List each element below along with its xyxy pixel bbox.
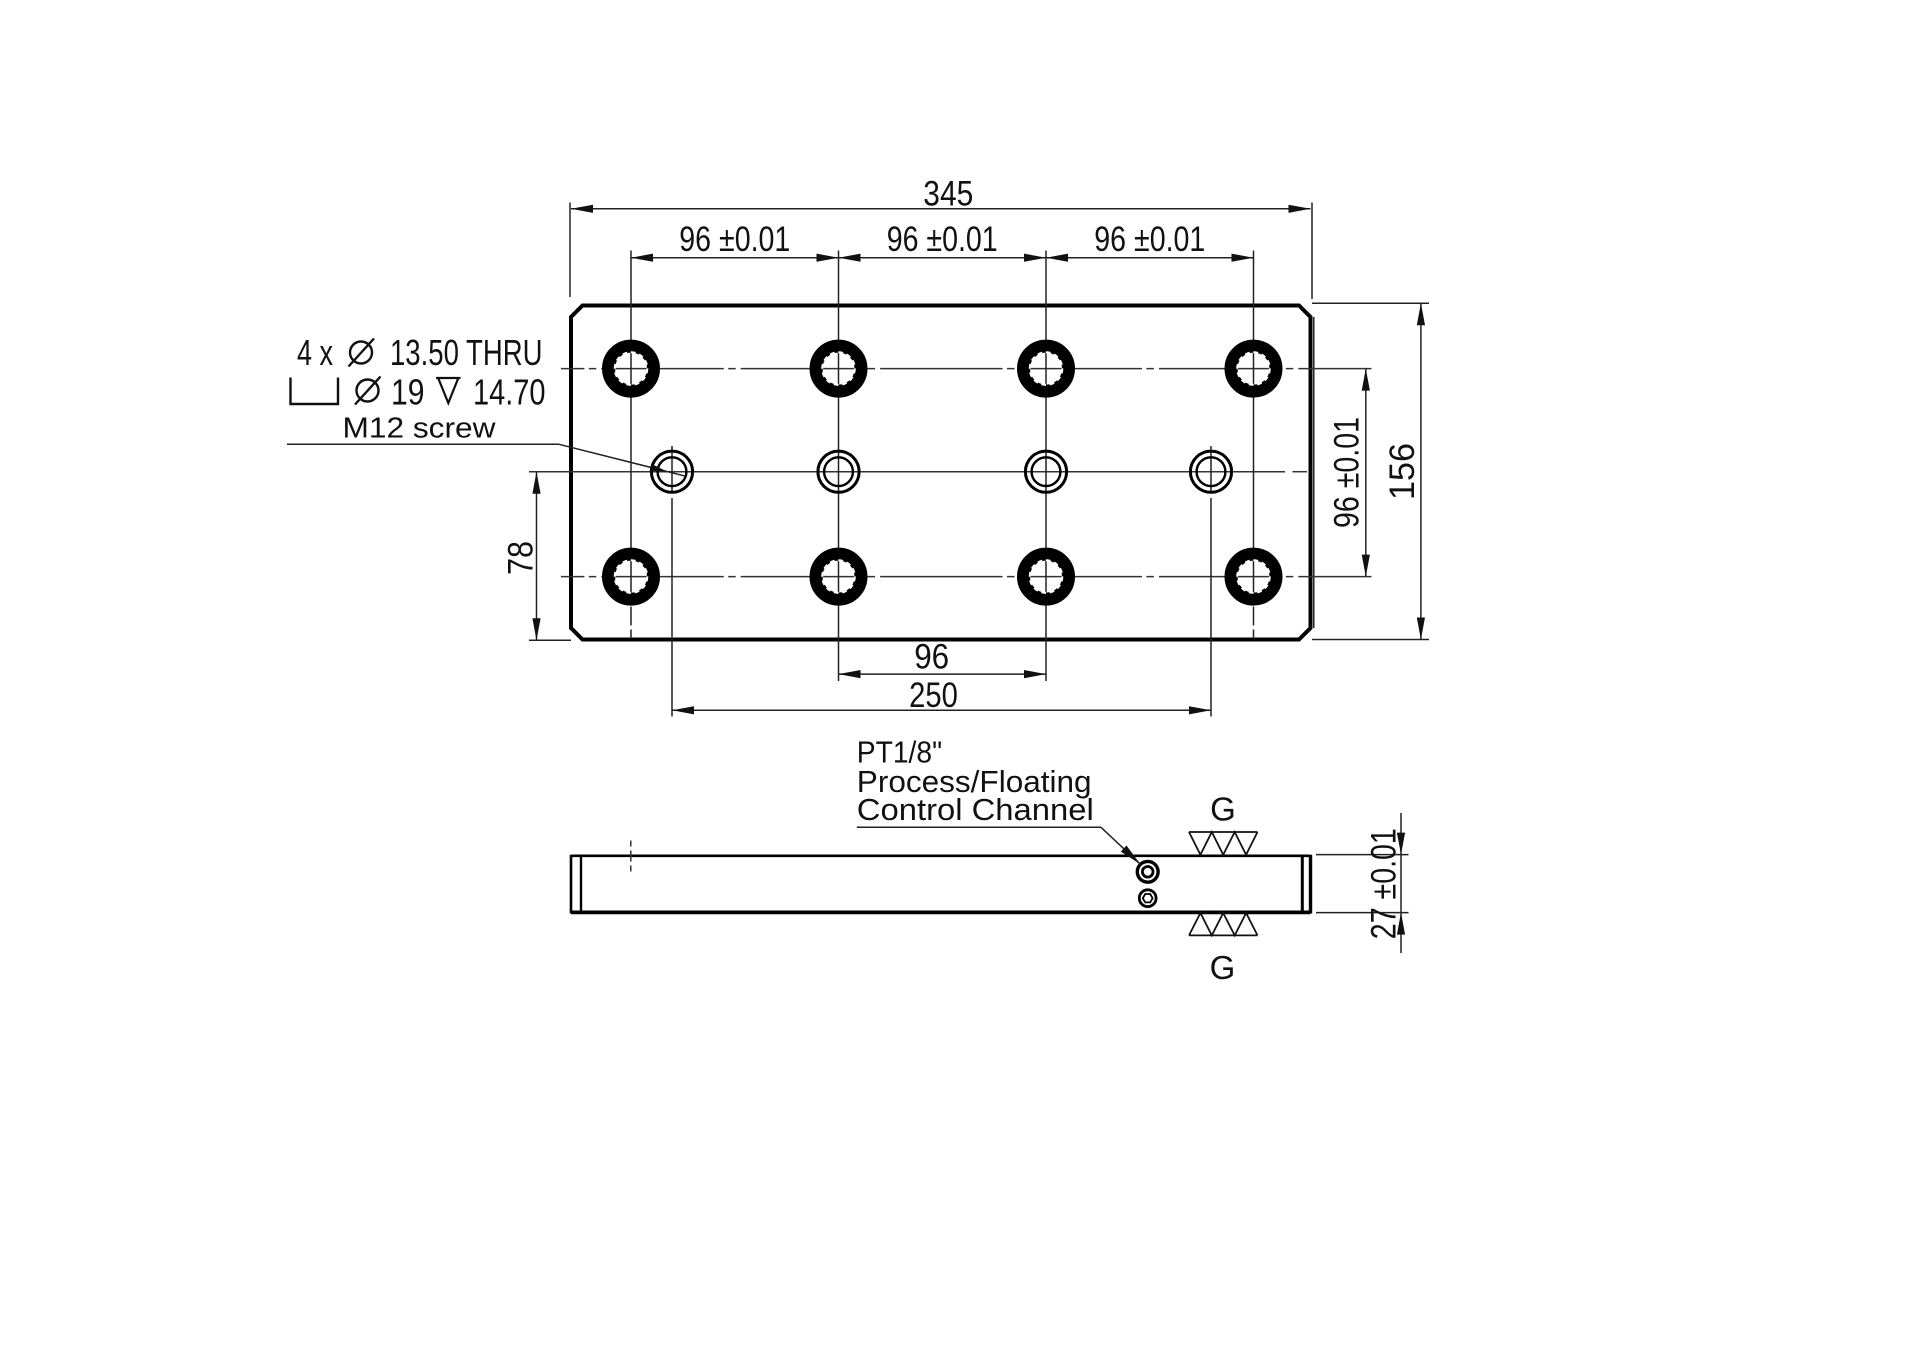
svg-text:250: 250 <box>909 676 958 715</box>
svg-text:4 x: 4 x <box>297 332 333 373</box>
svg-text:96 ±0.01: 96 ±0.01 <box>887 220 998 259</box>
svg-text:156: 156 <box>1383 443 1422 500</box>
svg-text:96 ±0.01: 96 ±0.01 <box>1094 220 1205 259</box>
svg-text:96 ±0.01: 96 ±0.01 <box>679 220 790 259</box>
svg-text:96: 96 <box>914 638 949 677</box>
svg-text:78: 78 <box>502 541 541 575</box>
svg-text:PT1/8": PT1/8" <box>857 734 942 769</box>
svg-text:Control Channel: Control Channel <box>857 792 1094 827</box>
svg-text:19: 19 <box>391 372 425 413</box>
svg-text:Process/Floating: Process/Floating <box>857 764 1092 799</box>
svg-text:M12 screw: M12 screw <box>343 413 496 445</box>
svg-text:345: 345 <box>923 175 973 214</box>
svg-text:96 ±0.01: 96 ±0.01 <box>1328 417 1367 528</box>
svg-text:G: G <box>1210 791 1236 828</box>
svg-text:14.70: 14.70 <box>473 372 546 413</box>
svg-text:13.50 THRU: 13.50 THRU <box>390 332 543 373</box>
svg-text:27 ±0.01: 27 ±0.01 <box>1365 828 1404 939</box>
svg-text:G: G <box>1210 949 1236 986</box>
